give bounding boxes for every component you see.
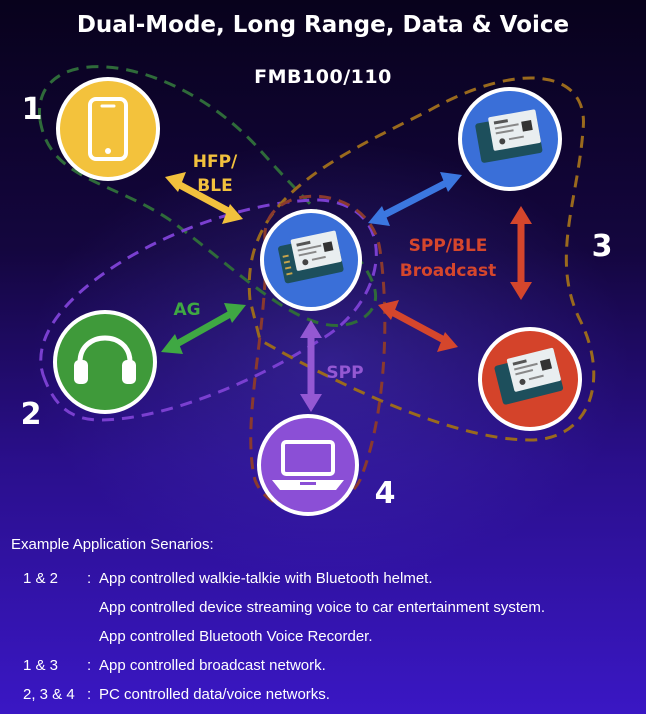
laptop-icon [272, 440, 344, 490]
scenario-combo: 1 & 2 [23, 570, 59, 587]
scenario-separator: : [87, 657, 92, 674]
scenario-row: 1 & 3 : App controlled broadcast network… [11, 651, 641, 680]
bluetooth-module-icon [494, 347, 564, 405]
headphones-node [53, 310, 157, 414]
scenario-separator: : [87, 686, 92, 703]
scenario-text: App controlled walkie-talkie with Blueto… [99, 570, 433, 587]
page-title: Dual-Mode, Long Range, Data & Voice [76, 12, 570, 38]
bluetooth-module-icon [278, 230, 344, 284]
blue-arrow [368, 172, 462, 226]
group-number-1: 1 [22, 92, 43, 127]
headphones-icon [74, 335, 136, 384]
group-4-outline [249, 194, 387, 512]
ag-arrow [161, 303, 246, 354]
spp-arrow [300, 320, 322, 412]
scenario-text: App controlled device streaming voice to… [99, 599, 546, 616]
scenario-text: App controlled broadcast network. [99, 657, 326, 674]
group-number-4: 4 [375, 476, 396, 511]
hfp-ble-arrow [165, 172, 243, 224]
spp-ble-label: SPP/BLE [409, 236, 488, 256]
scenario-row: 2, 3 & 4 : PC controlled data/voice netw… [11, 680, 641, 709]
phone-node [56, 77, 160, 181]
red-arrow-diagonal [378, 300, 458, 352]
center-module-node [260, 209, 362, 311]
scenarios-heading: Example Application Senarios: [11, 536, 214, 553]
scenario-row: App controlled device streaming voice to… [11, 593, 641, 622]
top-right-module-node [458, 87, 562, 191]
group-number-2: 2 [21, 397, 42, 432]
spp-label: SPP [326, 363, 363, 383]
laptop-node [257, 414, 359, 516]
smartphone-icon [88, 97, 128, 161]
application-scenarios: Example Application Senarios: 1 & 2 : Ap… [11, 534, 641, 709]
group-number-3: 3 [592, 229, 613, 264]
bottom-right-module-node [478, 327, 582, 431]
scenario-text: App controlled Bluetooth Voice Recorder. [99, 628, 373, 645]
scenario-separator: : [87, 570, 92, 587]
scenario-row: App controlled Bluetooth Voice Recorder. [11, 622, 641, 651]
bluetooth-module-icon [475, 109, 543, 163]
group-3-outline [247, 76, 596, 442]
ag-label: AG [173, 300, 200, 320]
hfp-label: HFP/ [193, 152, 238, 172]
ble-label: BLE [197, 176, 232, 196]
broadcast-label: Broadcast [400, 261, 496, 281]
scenario-text: PC controlled data/voice networks. [99, 686, 330, 703]
scenario-combo: 1 & 3 [23, 657, 59, 674]
red-arrow-vertical [510, 206, 532, 300]
product-subtitle: FMB100/110 [254, 66, 392, 88]
scenario-combo: 2, 3 & 4 [23, 686, 75, 703]
scenario-row: 1 & 2 : App controlled walkie-talkie wit… [11, 564, 641, 593]
group-2-outline [39, 198, 378, 422]
